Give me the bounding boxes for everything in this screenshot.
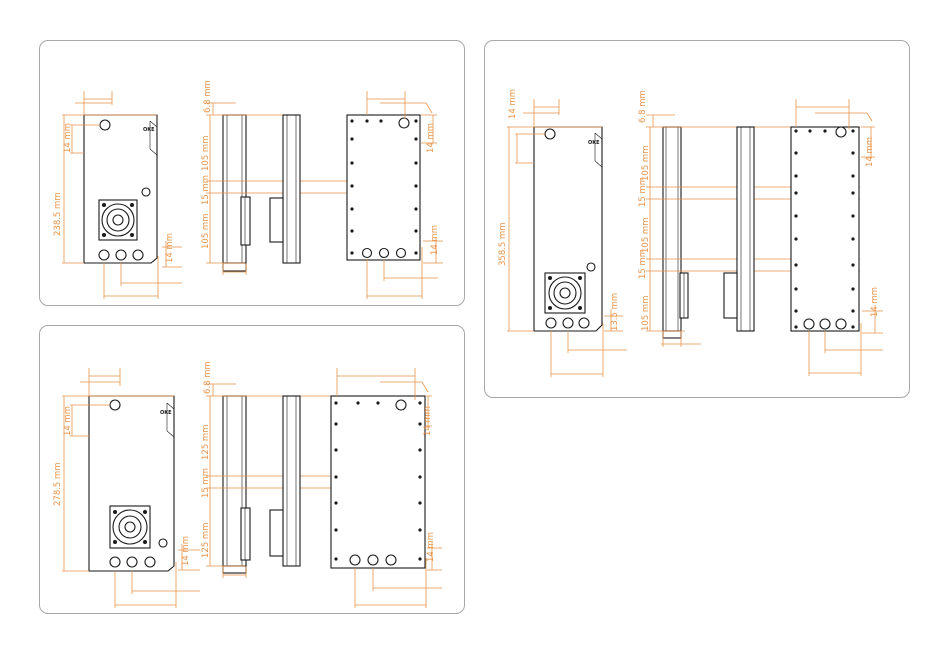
ground-screw (159, 539, 167, 547)
back-view: 14 mm 14 mm (347, 91, 443, 299)
cable-gland (804, 319, 814, 329)
mounting-hole (110, 400, 120, 410)
cable-gland (363, 249, 372, 258)
svg-text:OKE: OKE (143, 127, 155, 133)
dim-back-bottom: 14 mm (870, 287, 880, 317)
dim-height-total: 358.5 mm (498, 222, 508, 266)
back-view: 14 mm 14 mm (791, 99, 883, 376)
cable-gland (579, 318, 589, 328)
drawing-panel-medium: OKE 278.5 mm 14 mm 14 mm 6.8 mm 125 mm (39, 325, 465, 614)
dim-section-gap-1: 15 mm (638, 177, 648, 207)
cable-gland (820, 319, 830, 329)
dim-section-a: 105 mm (201, 136, 211, 172)
dim-height-total: 278.5 mm (53, 462, 63, 506)
cable-gland (386, 555, 396, 565)
dim-side-top: 6.8 mm (203, 80, 213, 113)
drawing-panel-large: OKE 358.5 mm 14 mm 13.5 mm 6.8 mm 105 mm (484, 40, 910, 398)
dim-connector-right: 14 mm (181, 536, 191, 566)
dim-section-b: 105 mm (201, 214, 211, 250)
cable-gland (145, 557, 155, 567)
dim-side-top: 6.8 mm (638, 90, 648, 123)
cable-gland (350, 555, 360, 565)
dim-connector-right: 13.5 mm (610, 293, 620, 331)
dim-back-top: 14 mm (423, 406, 433, 436)
cable-gland (546, 318, 556, 328)
dim-back-bottom: 14 mm (426, 532, 436, 562)
drawing-panel-small: OKE 238.5 mm 14 mm 14 mm 6.8 mm 105 (39, 40, 465, 306)
cable-gland (99, 250, 109, 260)
dim-side-top: 6.8 mm (203, 361, 213, 394)
mounting-hole (396, 400, 406, 410)
cable-gland (110, 557, 120, 567)
front-view: OKE (534, 127, 602, 331)
dim-section-gap: 15 mm (201, 468, 211, 498)
dim-top-hole: 14 mm (508, 89, 518, 119)
technical-drawing-large: OKE 358.5 mm 14 mm 13.5 mm 6.8 mm 105 mm (485, 41, 910, 398)
dim-section-a: 105 mm (641, 146, 651, 182)
side-view-b (270, 396, 300, 566)
back-view: 14 mm 14 mm (331, 368, 442, 608)
cable-gland (127, 557, 137, 567)
cable-gland (133, 250, 143, 260)
cable-gland (116, 250, 126, 260)
dim-section-b: 105 mm (641, 218, 651, 254)
svg-text:OKE: OKE (588, 140, 600, 146)
dim-height-total: 238.5 mm (53, 192, 63, 236)
mounting-hole (545, 129, 555, 139)
cable-gland (380, 249, 389, 258)
side-view-b (724, 127, 754, 331)
cable-gland (563, 318, 573, 328)
front-view: OKE (84, 115, 157, 263)
ground-screw (142, 188, 150, 196)
dim-connector-right: 14 mm (165, 233, 175, 263)
technical-drawing-medium: OKE 278.5 mm 14 mm 14 mm 6.8 mm 125 mm (40, 326, 465, 614)
mounting-hole (399, 118, 409, 128)
front-view: OKE (89, 396, 174, 571)
cable-gland (397, 249, 406, 258)
cable-gland (836, 319, 846, 329)
dim-back-bottom: 14 mm (430, 225, 440, 255)
dim-section-gap: 15 mm (201, 175, 211, 205)
dim-top-hole: 14 mm (63, 406, 73, 436)
dim-section-b: 125 mm (201, 523, 211, 559)
technical-drawing-small: OKE 238.5 mm 14 mm 14 mm 6.8 mm 105 (40, 41, 465, 306)
dim-back-top: 14 mm (865, 137, 875, 167)
dim-section-c: 105 mm (641, 296, 651, 332)
cable-gland (368, 555, 378, 565)
dim-section-a: 125 mm (201, 425, 211, 461)
mounting-hole (836, 127, 846, 137)
svg-text:OKE: OKE (160, 410, 172, 416)
side-view-b (270, 115, 300, 263)
mounting-hole (100, 120, 110, 130)
dim-section-gap-2: 15 mm (638, 249, 648, 279)
ground-screw (587, 263, 595, 271)
dim-top-hole: 14 mm (63, 123, 73, 153)
dim-back-top: 14 mm (426, 123, 436, 153)
